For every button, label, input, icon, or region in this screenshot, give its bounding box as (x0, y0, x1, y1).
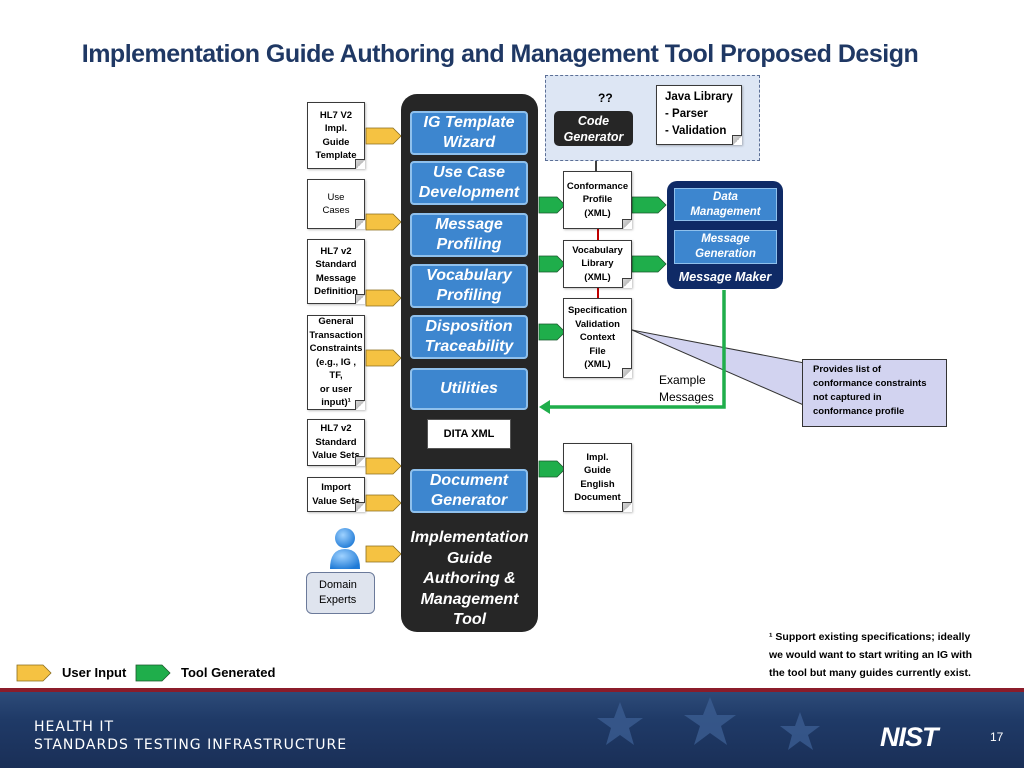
footer-bar (0, 688, 1024, 768)
user-input-arrow (365, 457, 402, 475)
output-doc-vocabulary-library: Vocabulary Library (XML) (563, 240, 632, 288)
input-doc-ig-template: HL7 V2 Impl. Guide Template (307, 102, 365, 169)
use-case-development-button[interactable]: Use Case Development (410, 161, 528, 205)
user-input-legend-icon (16, 664, 52, 682)
dita-xml-box: DITA XML (427, 419, 511, 449)
tool-generated-legend-icon (135, 664, 171, 682)
user-input-arrow (365, 349, 402, 367)
disposition-traceability-button[interactable]: Disposition Traceability (410, 315, 528, 359)
page-title: Implementation Guide Authoring and Manag… (81, 40, 919, 68)
user-input-arrow (365, 289, 402, 307)
output-doc-spec-validation-context: Specification Validation Context File (X… (563, 298, 632, 378)
legend-tool-generated: Tool Generated (181, 665, 276, 680)
tool-generated-arrow (538, 323, 566, 341)
user-input-arrow (365, 494, 402, 512)
message-profiling-button[interactable]: Message Profiling (410, 213, 528, 257)
output-doc-impl-guide-english: Impl. Guide English Document (563, 443, 632, 512)
tool-generated-arrow (631, 255, 667, 273)
page-number: 17 (990, 730, 1004, 744)
example-messages-label: Example Messages (659, 373, 714, 404)
input-doc-value-sets: HL7 v2 Standard Value Sets (307, 419, 365, 466)
footer-red-stripe (0, 688, 1024, 692)
output-doc-conformance-profile: Conformance Profile (XML) (563, 171, 632, 229)
tool-generated-arrow (538, 196, 566, 214)
java-library-doc: Java Library - Parser - Validation (656, 85, 742, 145)
message-maker-label: Message Maker (678, 270, 772, 284)
input-doc-use-cases: Use Cases (307, 179, 365, 229)
constraints-note: Provides list of conformance constraints… (802, 359, 947, 427)
vocabulary-profiling-button[interactable]: Vocabulary Profiling (410, 264, 528, 308)
legend-user-input: User Input (62, 665, 127, 680)
ig-template-wizard-button[interactable]: IG Template Wizard (410, 111, 528, 155)
document-generator-button[interactable]: Document Generator (410, 469, 528, 513)
user-input-arrow (365, 213, 402, 231)
footer-stars-decoration (597, 697, 820, 750)
nist-logo: NIST (880, 722, 939, 752)
input-doc-message-definition: HL7 v2 Standard Message Definition (307, 239, 365, 304)
tool-generated-arrow (631, 196, 667, 214)
footer-org-text: HEALTH IT STANDARDS TESTING INFRASTRUCTU… (34, 719, 348, 753)
data-management-button[interactable]: Data Management (674, 188, 777, 221)
footnote: ¹ Support existing specifications; ideal… (769, 631, 973, 679)
tool-generated-arrow (538, 460, 566, 478)
domain-experts-label: Domain Experts (306, 572, 375, 614)
code-generator-box[interactable]: Code Generator (554, 111, 633, 146)
input-doc-import-value-sets: Import Value Sets (307, 477, 365, 512)
diagram-connectors (365, 123, 816, 563)
utilities-button[interactable]: Utilities (410, 368, 528, 410)
tool-panel-label: Implementation Guide Authoring & Managem… (410, 529, 529, 628)
person-icon (330, 528, 360, 569)
user-input-arrow (365, 545, 402, 563)
tool-generated-arrow (538, 255, 566, 273)
question-marks: ?? (598, 91, 613, 105)
message-generation-button[interactable]: Message Generation (674, 230, 777, 264)
user-input-arrow (365, 127, 402, 145)
input-doc-transaction-constraints: General Transaction Constraints (e.g., I… (307, 315, 365, 410)
